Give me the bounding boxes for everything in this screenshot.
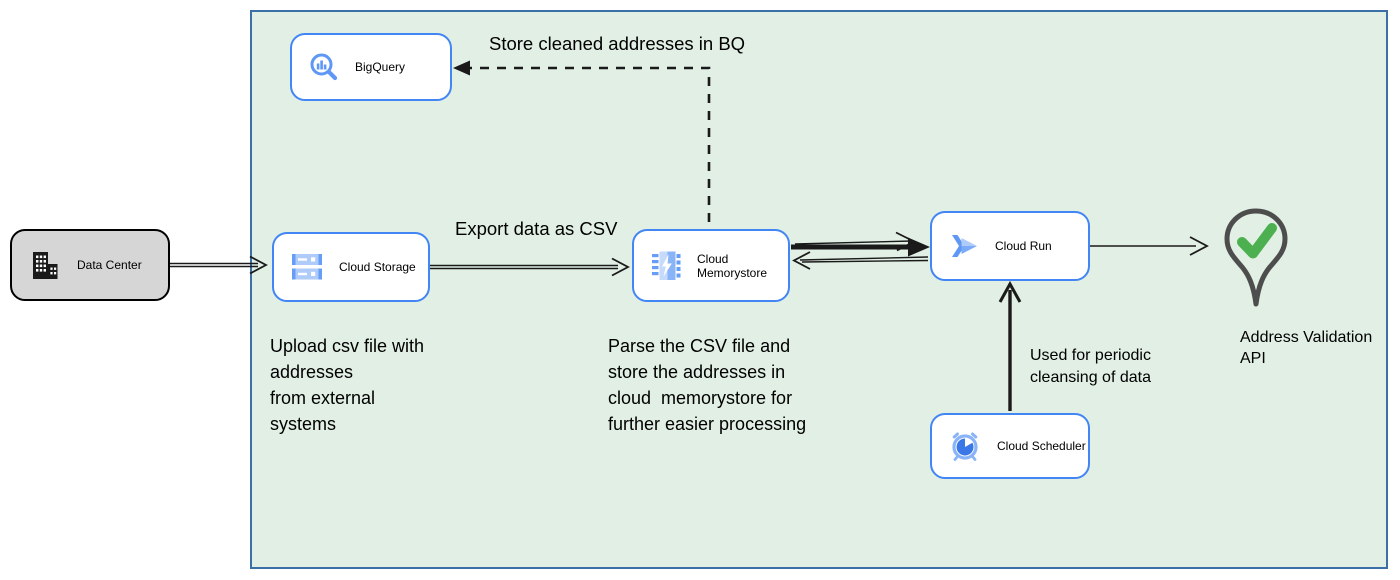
node-label-cloud-scheduler: Cloud Scheduler [997, 439, 1086, 453]
node-label-bigquery: BigQuery [355, 60, 406, 74]
node-cloud-scheduler: Cloud Scheduler [930, 413, 1090, 479]
location-pin-icon [1224, 208, 1288, 307]
edge-label-export-csv: Export data as CSV [455, 218, 618, 239]
annotation-parse-note: Parse the CSV file and store the address… [608, 336, 807, 434]
node-bigquery: BigQuery [290, 33, 452, 101]
building-icon [33, 252, 58, 279]
node-label-data-center: Data Center [77, 258, 142, 272]
edge-label-store-in-bq: Store cleaned addresses in BQ [489, 33, 746, 54]
cloud-memorystore-icon [652, 251, 681, 280]
node-cloud-run: Cloud Run [930, 211, 1090, 281]
cloud-storage-icon [292, 254, 322, 280]
cloud-run-icon [952, 235, 977, 257]
node-label-cloud-run: Cloud Run [995, 239, 1052, 253]
node-cloud-memorystore: Cloud Memorystore [632, 229, 790, 302]
cloud-scheduler-icon [952, 432, 978, 461]
address-validation-label: Address Validation API [1240, 329, 1373, 367]
node-label-cloud-memorystore: Cloud Memorystore [697, 251, 768, 280]
check-icon [1237, 223, 1277, 259]
address-validation-pin [1221, 206, 1291, 328]
node-label-cloud-storage: Cloud Storage [339, 260, 416, 274]
edge-label-periodic-cleansing: Used for periodic cleansing of data [1030, 347, 1151, 386]
annotation-upload-note: Upload csv file with addresses from exte… [270, 336, 425, 434]
gcp-boundary [250, 10, 1388, 569]
node-data-center: Data Center [10, 229, 170, 301]
node-cloud-storage: Cloud Storage [272, 232, 430, 302]
bigquery-icon [310, 53, 338, 81]
